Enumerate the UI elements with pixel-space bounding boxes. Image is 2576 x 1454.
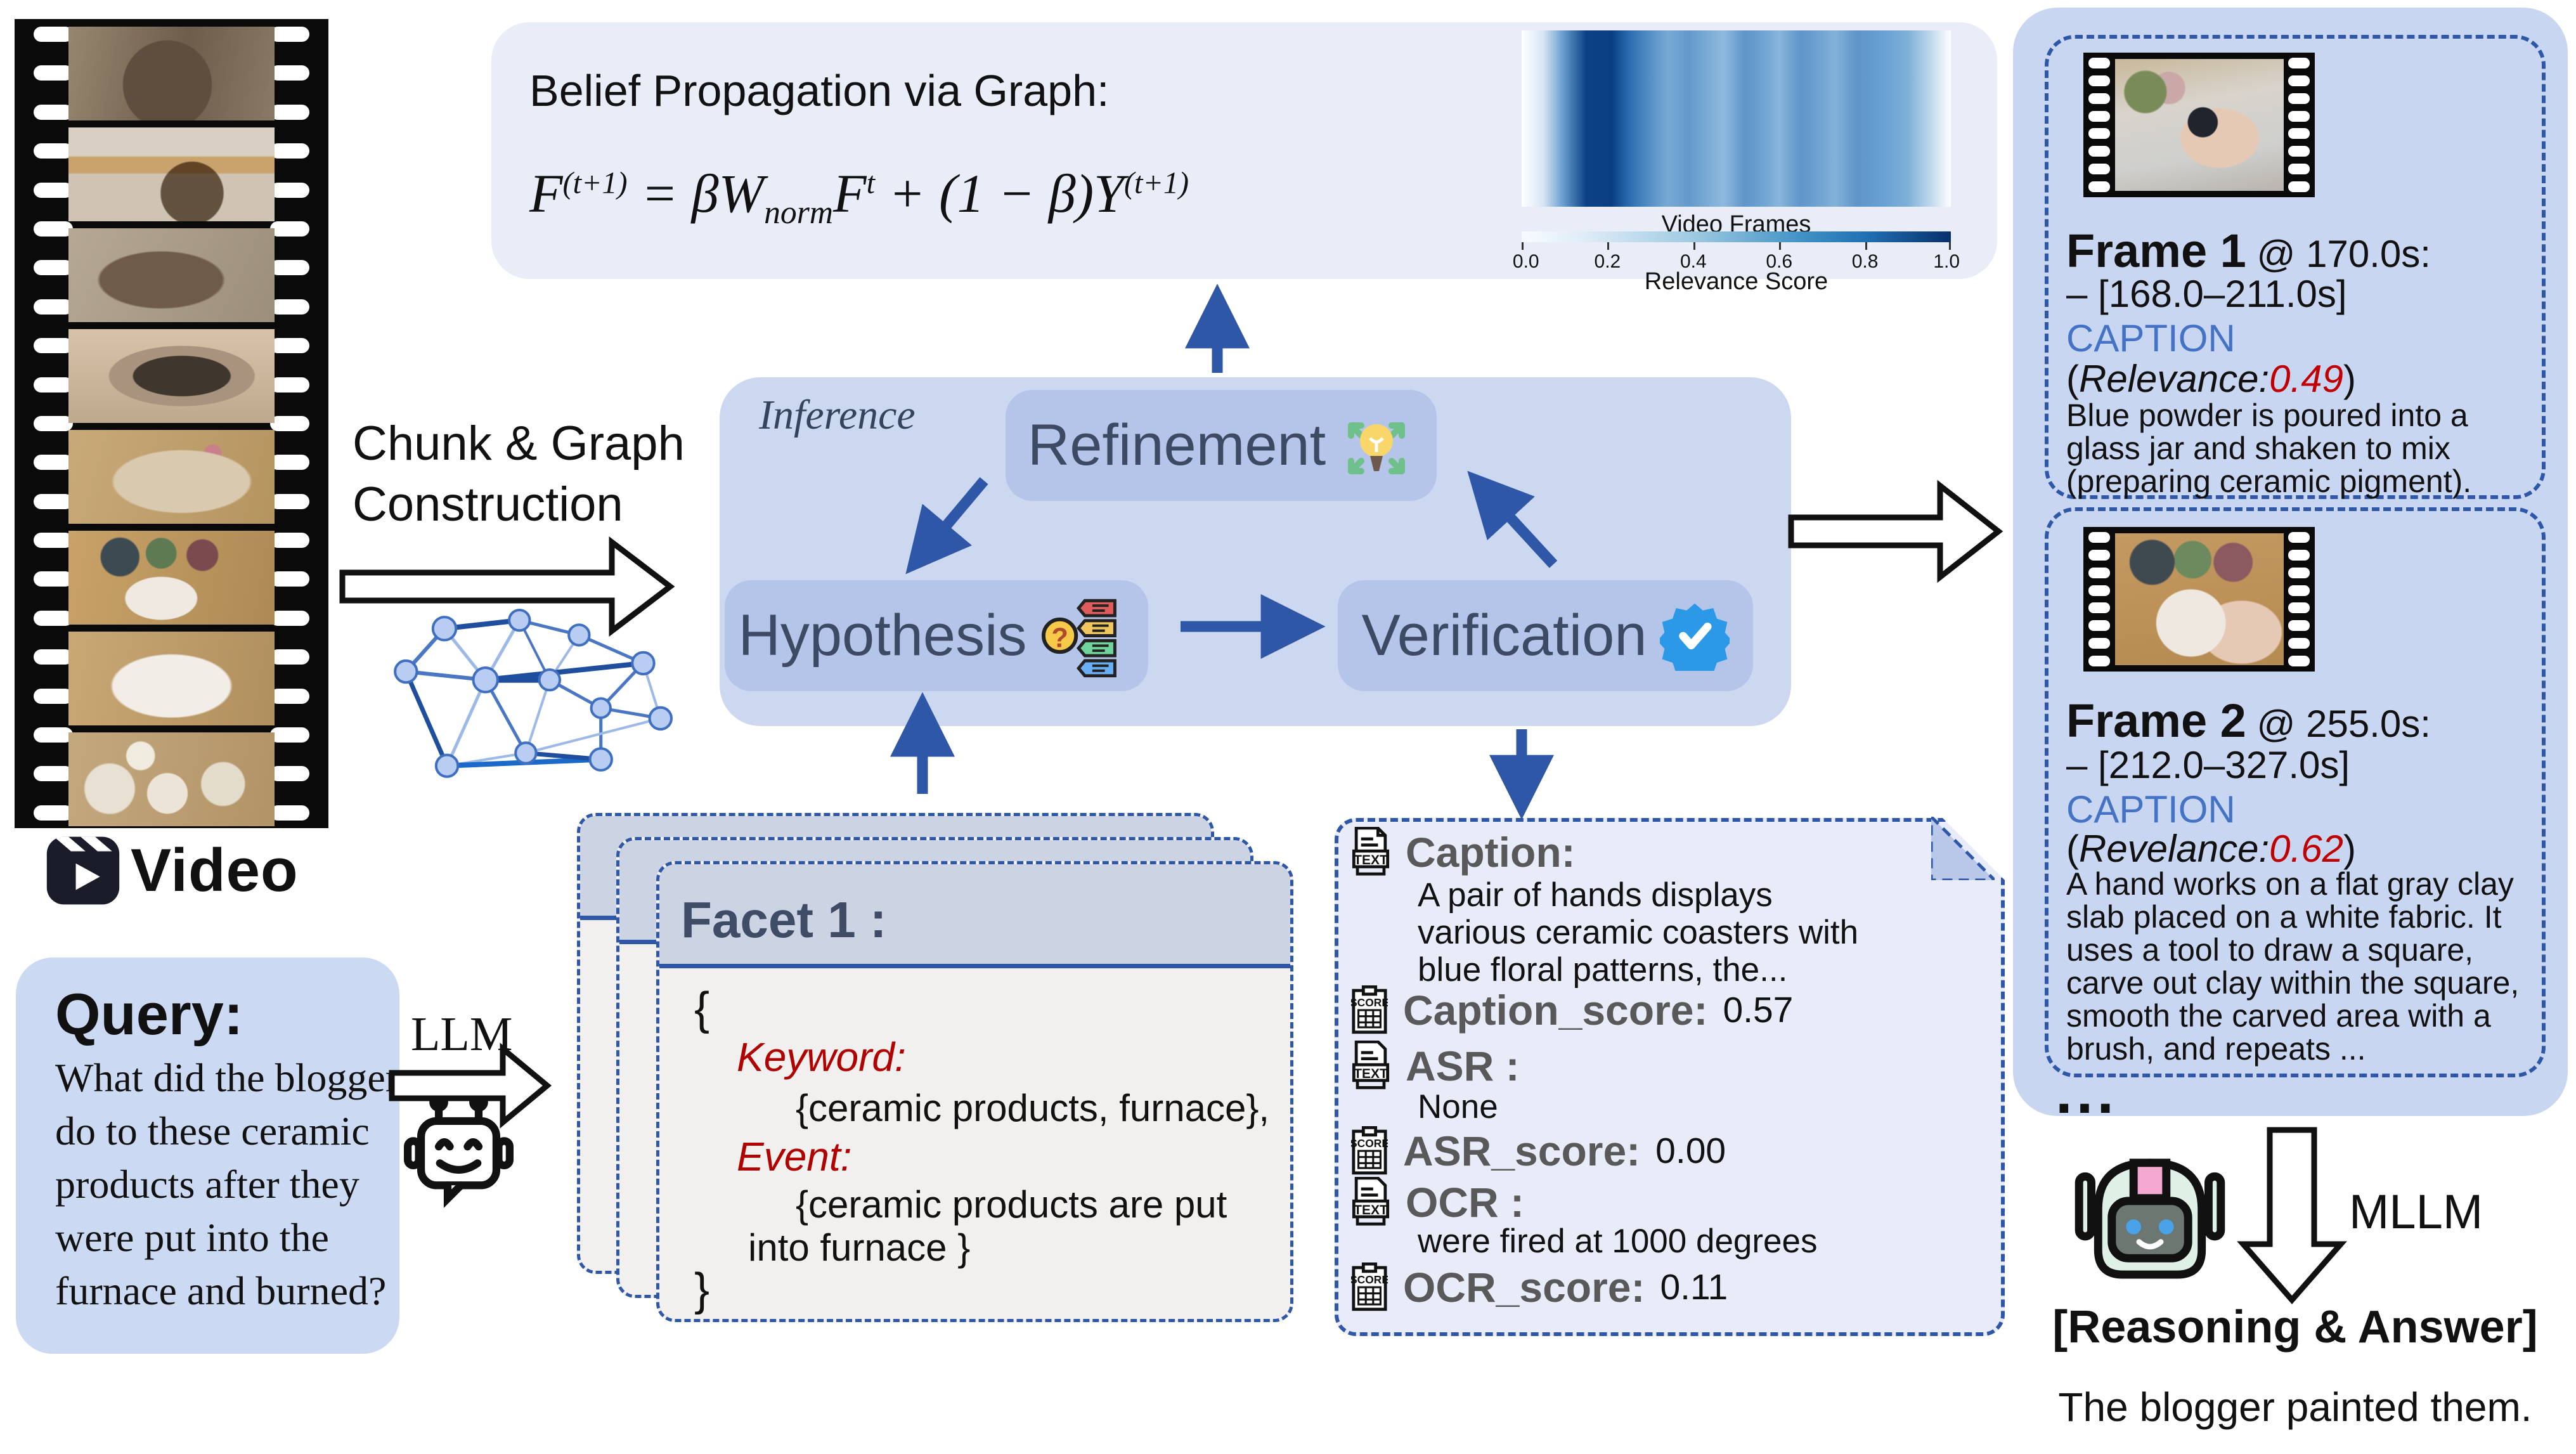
inference-box: Inference Refinement Hypothesis ? bbox=[720, 377, 1791, 726]
frame1-caption-text: Blue powder is poured into a glass jar a… bbox=[2066, 398, 2472, 499]
frame1-card: Frame 1 @ 170.0s: – [168.0–211.0s] CAPTI… bbox=[2045, 35, 2546, 499]
more-frames-ellipsis: ... bbox=[2055, 1058, 2118, 1126]
graph-network-icon bbox=[394, 608, 673, 778]
robot-chat-icon bbox=[403, 1094, 514, 1209]
ocr-score-row: SCORE OCR_score: 0.11 bbox=[1351, 1263, 1728, 1312]
svg-text:SCORE: SCORE bbox=[1351, 1273, 1388, 1286]
asr-row: TEXT ASR : bbox=[1351, 1041, 1520, 1091]
ocr-row: TEXT OCR : bbox=[1351, 1177, 1524, 1228]
arrow-frames-to-answer bbox=[2237, 1127, 2347, 1304]
frame2-caption-text: A hand works on a flat gray clay slab pl… bbox=[2066, 866, 2520, 1067]
text-document-icon: TEXT bbox=[1351, 1041, 1390, 1091]
facet-event-value: {ceramic products are put bbox=[796, 1183, 1227, 1226]
robot-colored-icon bbox=[2074, 1159, 2225, 1279]
chunk-graph-label: Chunk & Graph Construction bbox=[353, 417, 685, 531]
frame2-photo bbox=[2115, 533, 2284, 665]
video-label-text: Video bbox=[131, 836, 299, 904]
frame2-thumbnail bbox=[2083, 527, 2315, 672]
caption-value: A pair of hands displays various ceramic… bbox=[1418, 876, 1859, 989]
svg-text:SCORE: SCORE bbox=[1351, 996, 1388, 1009]
reasoning-answer-title: [Reasoning & Answer] bbox=[2052, 1302, 2538, 1353]
video-frame-photo bbox=[68, 430, 275, 524]
caption-row: TEXT Caption: bbox=[1351, 827, 1576, 878]
verified-badge-icon bbox=[1659, 603, 1730, 671]
facet-keyword-label: Keyword: bbox=[737, 1034, 906, 1080]
video-frames-column bbox=[68, 27, 275, 833]
video-frame-photo bbox=[68, 531, 275, 625]
frame2-card: Frame 2 @ 255.0s: – [212.0–327.0s] CAPTI… bbox=[2045, 507, 2546, 1077]
frame1-range: – [168.0–211.0s] bbox=[2066, 273, 2347, 315]
facet-title: Facet 1 : bbox=[681, 892, 887, 948]
relevance-heatmap bbox=[1522, 30, 1951, 207]
svg-text:?: ? bbox=[1051, 623, 1068, 653]
video-film-strip bbox=[15, 19, 328, 828]
query-title: Query: bbox=[55, 982, 243, 1047]
inference-label: Inference bbox=[759, 392, 916, 438]
frame1-photo bbox=[2115, 59, 2284, 191]
frame1-title: Frame 1 @ 170.0s: bbox=[2066, 224, 2431, 277]
belief-title: Belief Propagation via Graph: bbox=[529, 66, 1110, 115]
belief-propagation-box: Belief Propagation via Graph: F(t+1) = β… bbox=[491, 22, 1997, 295]
arrow-inference-to-frames bbox=[1788, 479, 2003, 583]
score-clipboard-icon: SCORE bbox=[1351, 1263, 1388, 1312]
frame2-title: Frame 2 @ 255.0s: bbox=[2066, 694, 2431, 747]
heatmap-colorbar-label: Relevance Score bbox=[1644, 268, 1828, 295]
svg-text:SCORE: SCORE bbox=[1351, 1137, 1388, 1150]
verification-output-box: TEXT Caption: A pair of hands displays v… bbox=[1335, 818, 2005, 1336]
video-frame-photo bbox=[68, 329, 275, 423]
belief-formula: F(t+1) = βWnormFt + (1 − β)Y(t+1) bbox=[529, 163, 1189, 231]
heatmap-colorbar bbox=[1522, 231, 1951, 242]
svg-text:TEXT: TEXT bbox=[1354, 1067, 1388, 1081]
hypothesis-node: Hypothesis ? bbox=[725, 580, 1148, 691]
llm-label: LLM bbox=[411, 1008, 513, 1061]
query-box: Query: What did the blogger do to these … bbox=[16, 957, 399, 1354]
video-frame-photo bbox=[68, 632, 275, 725]
svg-text:TEXT: TEXT bbox=[1354, 1203, 1388, 1217]
frame1-thumbnail bbox=[2083, 53, 2315, 197]
lightbulb-expand-icon bbox=[1348, 422, 1406, 474]
film-sprocket-column bbox=[270, 27, 309, 821]
refinement-node: Refinement bbox=[1006, 390, 1437, 501]
facet-body: { Keyword: {ceramic products, furnace}, … bbox=[694, 983, 1270, 1315]
facet-card-front: Facet 1 : { Keyword: {ceramic products, … bbox=[656, 861, 1293, 1322]
frame1-relevance: (Relevance:0.49) bbox=[2066, 358, 2356, 400]
asr-value: None bbox=[1418, 1088, 1498, 1126]
caption-score-row: SCORE Caption_score: 0.57 bbox=[1351, 985, 1794, 1035]
video-frame-photo bbox=[68, 127, 275, 221]
svg-text:TEXT: TEXT bbox=[1354, 853, 1388, 867]
video-frame-photo bbox=[68, 732, 275, 826]
video-frame-photo bbox=[68, 27, 275, 120]
ocr-value: were fired at 1000 degrees bbox=[1418, 1223, 1818, 1260]
video-frame-photo bbox=[68, 228, 275, 322]
video-clapper-play-icon bbox=[46, 836, 120, 905]
asr-score-row: SCORE ASR_score: 0.00 bbox=[1351, 1126, 1726, 1176]
folded-corner bbox=[1931, 817, 1995, 880]
facet-event-label: Event: bbox=[737, 1134, 852, 1179]
text-document-icon: TEXT bbox=[1351, 1177, 1390, 1228]
frame2-caption-tag: CAPTION bbox=[2066, 788, 2236, 831]
film-sprocket-column bbox=[34, 27, 73, 821]
question-tags-icon: ? bbox=[1041, 599, 1116, 678]
facet-keyword-value: {ceramic products, furnace}, bbox=[796, 1087, 1270, 1129]
query-text: What did the blogger do to these ceramic… bbox=[55, 1055, 399, 1313]
score-clipboard-icon: SCORE bbox=[1351, 985, 1388, 1035]
frame2-range: – [212.0–327.0s] bbox=[2066, 744, 2350, 786]
video-label: Video bbox=[44, 832, 299, 909]
heatmap-colorbar-ticks: 0.0 0.2 0.4 0.6 0.8 1.0 bbox=[1513, 242, 1960, 272]
retrieved-frames-panel: Frame 1 @ 170.0s: – [168.0–211.0s] CAPTI… bbox=[2013, 8, 2568, 1116]
score-clipboard-icon: SCORE bbox=[1351, 1126, 1388, 1176]
text-document-icon: TEXT bbox=[1351, 827, 1390, 878]
mllm-label: MLLM bbox=[2349, 1185, 2483, 1239]
answer-text: The blogger painted them. bbox=[2058, 1384, 2532, 1430]
frame2-relevance: (Revelance:0.62) bbox=[2066, 828, 2356, 870]
frame1-caption-tag: CAPTION bbox=[2066, 317, 2236, 360]
verification-node: Verification bbox=[1338, 580, 1753, 691]
